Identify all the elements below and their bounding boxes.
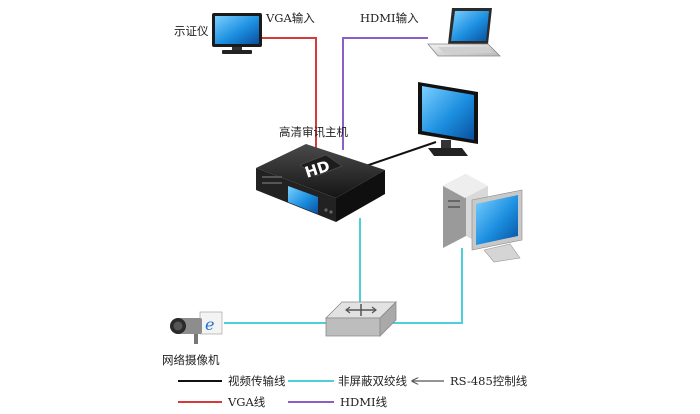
svg-text:VGA线: VGA线 [227,395,266,409]
legend-item-twisted-pair: 非屏蔽双绞线 [288,374,407,388]
laptop-icon [427,8,501,57]
video-cable [359,141,437,169]
evidence-monitor [212,13,262,54]
svg-text:视频传输线: 视频传输线 [228,374,286,388]
legend: 视频传输线 非屏蔽双绞线 RS-485控制线 VGA线 HDMI线 [178,374,528,409]
hdmi-input-label: HDMI输入 [360,11,419,25]
monitor-label: 示证仪 [174,24,209,38]
network-switch [325,301,397,337]
hd-host-device [256,144,385,222]
svg-text:RS-485控制线: RS-485控制线 [450,374,528,388]
hdmi-cable [342,37,428,150]
legend-item-rs485: RS-485控制线 [412,374,528,388]
svg-text:非屏蔽双绞线: 非屏蔽双绞线 [338,374,407,388]
svg-text:HDMI线: HDMI线 [340,395,388,409]
vga-input-label: VGA输入 [265,11,315,25]
ie-icon: e [205,315,214,334]
legend-item-hdmi: HDMI线 [288,395,388,409]
host-label: 高清审讯主机 [279,125,348,139]
network-camera: e [170,311,223,344]
tp-cable-pc [392,248,463,324]
legend-item-video: 视频传输线 [178,374,286,388]
camera-label: 网络摄像机 [162,353,220,367]
display-monitor [418,82,478,156]
legend-item-vga: VGA线 [178,395,266,409]
pc-workstation [443,174,523,263]
vga-cable [262,37,317,150]
